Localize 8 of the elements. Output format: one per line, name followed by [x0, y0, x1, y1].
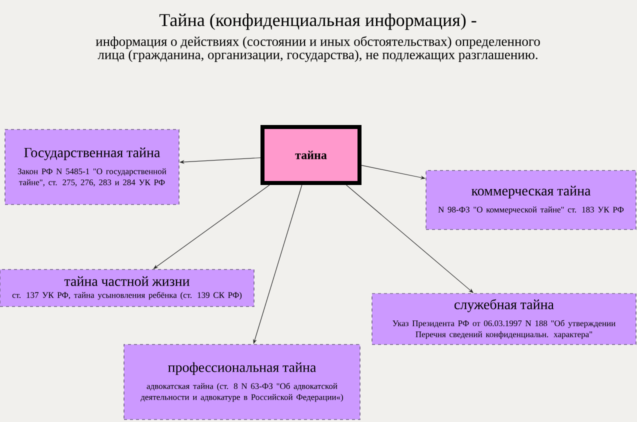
category-box: коммерческая тайна N 98-ФЗ "О коммерческой тайне" ст. 183 УК РФ	[426, 170, 636, 230]
definition-text: информация о действиях (состоянии и иных обстоятельствах) определенного лица (гражданина, организации, государства), не подлежащих разглашению.	[96, 36, 540, 62]
main-box: тайна	[260, 125, 362, 185]
category-box: тайна частной жизни ст. 137 УК РФ, тайна усыновления ребёнка (ст. 139 СК РФ)	[0, 269, 254, 307]
category-box: служебная тайна Указ Президента РФ от 06.03.1997 N 188 "Об утверждении Перечня сведений конфиденциальн. характера"	[372, 293, 636, 345]
category-box: профессиональная тайна адвокатская тайна (ст. 8 N 63-ФЗ "Об адвокатской деятельности и адвокатуре в Российской Федерации«)	[124, 344, 360, 420]
heading: Тайна (конфиденциальная информация) -	[159, 14, 476, 30]
category-box: Государственная тайна Закон РФ N 5485-1 "О государственной тайне", ст. 275, 276, 283 и 284 УК РФ	[4, 129, 180, 205]
